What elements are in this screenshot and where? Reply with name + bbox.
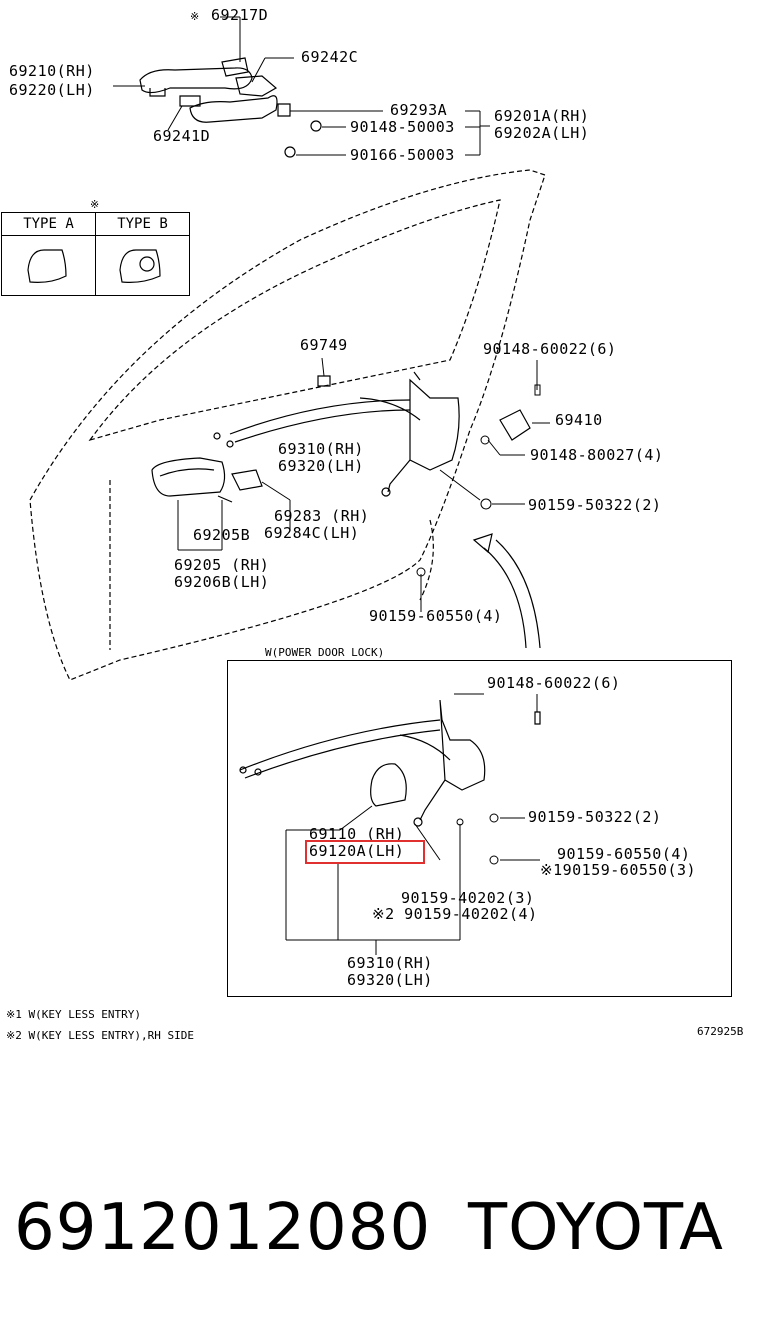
- label-69210: 69210(RH): [9, 62, 95, 80]
- note-keyless-entry: ※1 W(KEY LESS ENTRY): [6, 1008, 142, 1021]
- inset-label-90148-60022: 90148-60022(6): [487, 674, 621, 692]
- label-69241D: 69241D: [153, 127, 211, 145]
- note-mark: ※: [190, 10, 200, 23]
- label-69749: 69749: [300, 336, 348, 354]
- inside-handle-drawing: [151, 457, 263, 503]
- upper-leader-lines: [113, 16, 490, 156]
- label-69283: 69283 (RH): [274, 507, 370, 525]
- label-69220: 69220(LH): [9, 81, 95, 99]
- inset-drawing: [239, 699, 541, 827]
- label-69284C: 69284C(LH): [264, 524, 360, 542]
- inset-label-90159-60550: 90159-60550(4): [557, 845, 691, 863]
- brand-name: TOYOTA: [468, 1191, 724, 1265]
- inset-label-69310: 69310(RH): [347, 954, 433, 972]
- door-outline-drawing: [29, 169, 546, 681]
- label-69293A: 69293A: [390, 101, 448, 119]
- inset-label-90159-60550-keyless: ※190159-60550(3): [540, 861, 697, 879]
- parts-diagram: ※ 69217D 69210(RH) 69220(LH) 69242C 6929…: [1, 6, 744, 1042]
- note-keyless-entry-rh: ※2 W(KEY LESS ENTRY),RH SIDE: [6, 1029, 195, 1042]
- label-69310: 69310(RH): [278, 440, 364, 458]
- diagram-drawing: [27, 16, 550, 955]
- inset-label-90159-50322: 90159-50322(2): [528, 808, 662, 826]
- type-a-cell: TYPE A: [2, 213, 96, 295]
- label-90159-60550: 90159-60550(4): [369, 607, 503, 625]
- handle-frame-drawing: [189, 75, 322, 158]
- type-comparison-box: TYPE A TYPE B: [1, 212, 190, 296]
- label-69205B: 69205B: [193, 526, 251, 544]
- inset-label-69320: 69320(LH): [347, 971, 433, 989]
- outside-handle-drawing: [139, 57, 253, 107]
- part-number: 6912012080: [14, 1191, 432, 1265]
- label-69410: 69410: [555, 411, 603, 429]
- label-69206B: 69206B(LH): [174, 573, 270, 591]
- label-69201A: 69201A(RH): [494, 107, 590, 125]
- inset-leader-lines: [285, 693, 540, 955]
- label-69202A: 69202A(LH): [494, 124, 590, 142]
- power-door-lock-inset: [227, 660, 732, 997]
- inset-title: W(POWER DOOR LOCK): [265, 646, 385, 659]
- label-90166-50003: 90166-50003: [350, 146, 455, 164]
- highlight-box: [305, 840, 425, 864]
- label-90148-80027: 90148-80027(4): [530, 446, 664, 464]
- label-69320: 69320(LH): [278, 457, 364, 475]
- direction-arrow: [472, 533, 541, 649]
- label-90148-60022: 90148-60022(6): [483, 340, 617, 358]
- inset-label-69120A: 69120A(LH): [309, 842, 405, 860]
- type-icons-drawing: [27, 249, 161, 283]
- type-b-cell: TYPE B: [96, 213, 189, 295]
- label-69242C: 69242C: [301, 48, 359, 66]
- inset-label-69110: 69110 (RH): [309, 825, 405, 843]
- inset-label-90159-40202-rh: ※2 90159-40202(4): [372, 905, 538, 923]
- inset-label-90159-40202: 90159-40202(3): [401, 889, 535, 907]
- label-90159-50322: 90159-50322(2): [528, 496, 662, 514]
- type-a-header: TYPE A: [2, 213, 95, 236]
- type-b-header: TYPE B: [96, 213, 189, 236]
- door-leader-lines: [177, 357, 550, 612]
- diagram-number: 672925B: [697, 1025, 744, 1038]
- lock-assembly-drawing: [213, 371, 531, 497]
- label-69205: 69205 (RH): [174, 556, 270, 574]
- label-69217D: 69217D: [211, 6, 269, 24]
- label-90148-50003: 90148-50003: [350, 118, 455, 136]
- note-mark: ※: [90, 198, 100, 211]
